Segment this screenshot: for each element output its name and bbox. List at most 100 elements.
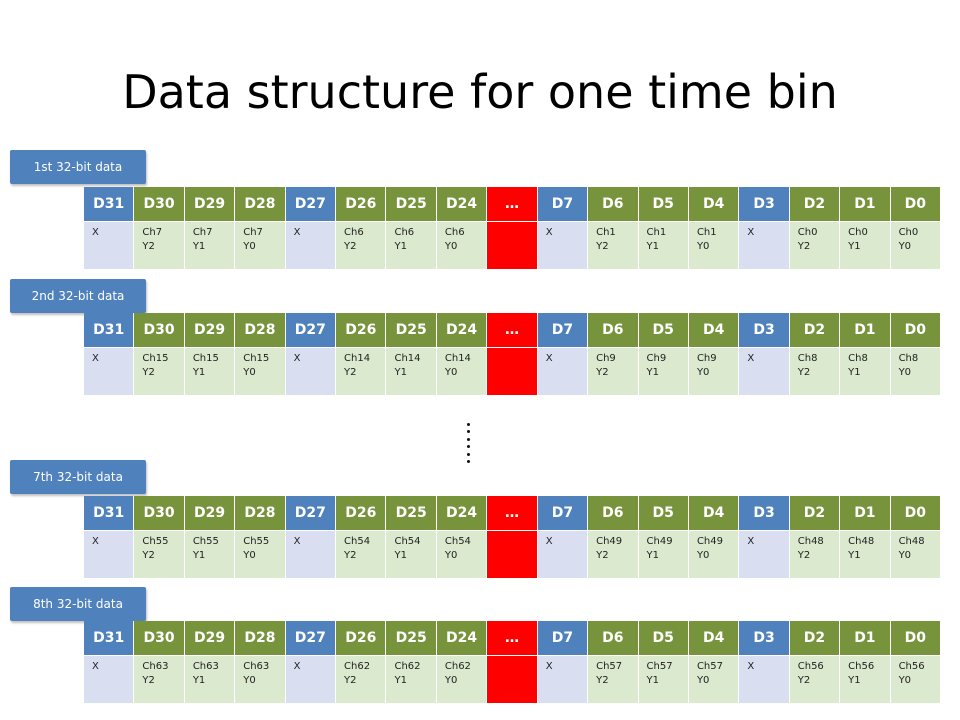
bit-cell: Ch54 Y2 [336,530,387,578]
header-cell: … [487,496,538,530]
header-cell: D0 [890,496,941,530]
header-cell: D1 [840,313,891,347]
bit-cell: X [537,221,589,269]
header-cell: … [487,313,538,347]
bit-cell: Ch7 Y0 [235,221,286,269]
bit-cell: Ch55 Y0 [235,530,286,578]
header-cell: D6 [588,187,639,221]
header-cell: D28 [235,496,286,530]
header-cell: D6 [588,621,639,655]
header-cell: D5 [638,621,689,655]
header-cell: D7 [537,187,589,221]
header-cell: D2 [789,187,841,221]
bit-cell: Ch9 Y2 [588,347,639,395]
bit-cell: Ch9 Y0 [688,347,740,395]
header-cell: D30 [134,313,185,347]
header-cell: D27 [285,496,337,530]
header-cell: … [487,621,538,655]
header-cell: … [487,187,538,221]
bit-cell: … [487,655,538,703]
bit-cell: Ch49 Y0 [688,530,740,578]
header-cell: D27 [285,621,337,655]
header-cell: D24 [436,496,488,530]
header-cell: D0 [890,621,941,655]
bit-cell: Ch0 Y1 [840,221,891,269]
bit-cell: Ch6 Y2 [336,221,387,269]
bit-cell: Ch8 Y1 [840,347,891,395]
header-cell: D7 [537,313,589,347]
bit-cell: X [84,530,135,578]
bit-cell: Ch62 Y0 [436,655,488,703]
header-cell: D4 [688,187,740,221]
header-cell: D3 [739,496,790,530]
header-cell: D7 [537,621,589,655]
bit-cell: Ch63 Y1 [184,655,236,703]
bit-cell: Ch14 Y0 [436,347,488,395]
bit-cell: X [537,530,589,578]
register-label-8: 8th 32-bit data [10,587,146,621]
bit-cell: Ch48 Y2 [789,530,841,578]
header-cell: D26 [336,187,387,221]
bit-cell: Ch56 Y1 [840,655,891,703]
header-cell: D4 [688,313,740,347]
bit-cell: Ch1 Y0 [688,221,740,269]
header-cell: D5 [638,313,689,347]
header-cell: D6 [588,313,639,347]
bit-cell: Ch55 Y2 [134,530,185,578]
header-cell: D30 [134,496,185,530]
bit-cell: Ch54 Y1 [386,530,437,578]
header-cell: D31 [84,496,135,530]
header-cell: D29 [184,187,236,221]
header-cell: D24 [436,187,488,221]
header-cell: D6 [588,496,639,530]
register-label-2: 2nd 32-bit data [10,279,146,313]
header-cell: D26 [336,621,387,655]
bit-cell: Ch57 Y0 [688,655,740,703]
bit-cell: Ch48 Y1 [840,530,891,578]
bit-cell: Ch14 Y2 [336,347,387,395]
header-cell: D31 [84,187,135,221]
header-cell: D29 [184,313,236,347]
header-cell: D4 [688,621,740,655]
bit-cell: Ch8 Y0 [890,347,941,395]
header-cell: D25 [386,496,437,530]
bit-cell: X [285,221,337,269]
bit-cell: X [84,655,135,703]
header-cell: D4 [688,496,740,530]
header-cell: D24 [436,621,488,655]
bit-cell: X [739,530,790,578]
bit-cell: Ch15 Y1 [184,347,236,395]
header-cell: D1 [840,187,891,221]
header-cell: D28 [235,313,286,347]
bit-cell: Ch7 Y2 [134,221,185,269]
header-cell: D31 [84,621,135,655]
bit-cell: Ch1 Y1 [638,221,689,269]
bit-cell: X [739,347,790,395]
header-cell: D26 [336,496,387,530]
bit-cell: Ch56 Y2 [789,655,841,703]
header-cell: D1 [840,621,891,655]
header-cell: D5 [638,187,689,221]
header-cell: D27 [285,187,337,221]
header-cell: D25 [386,621,437,655]
bit-cell: Ch15 Y2 [134,347,185,395]
bit-cell: Ch56 Y0 [890,655,941,703]
bit-cell: Ch9 Y1 [638,347,689,395]
bit-cell: … [487,530,538,578]
bit-cell: X [285,530,337,578]
header-cell: D2 [789,621,841,655]
bit-cell: Ch14 Y1 [386,347,437,395]
ellipsis-dots [458,423,478,463]
header-cell: D0 [890,187,941,221]
header-cell: D5 [638,496,689,530]
bit-cell: Ch49 Y1 [638,530,689,578]
bit-cell: Ch57 Y2 [588,655,639,703]
header-cell: D0 [890,313,941,347]
bit-cell: X [285,347,337,395]
bit-cell: Ch6 Y0 [436,221,488,269]
header-cell: D24 [436,313,488,347]
bit-cell: X [537,655,589,703]
bit-cell: Ch62 Y2 [336,655,387,703]
